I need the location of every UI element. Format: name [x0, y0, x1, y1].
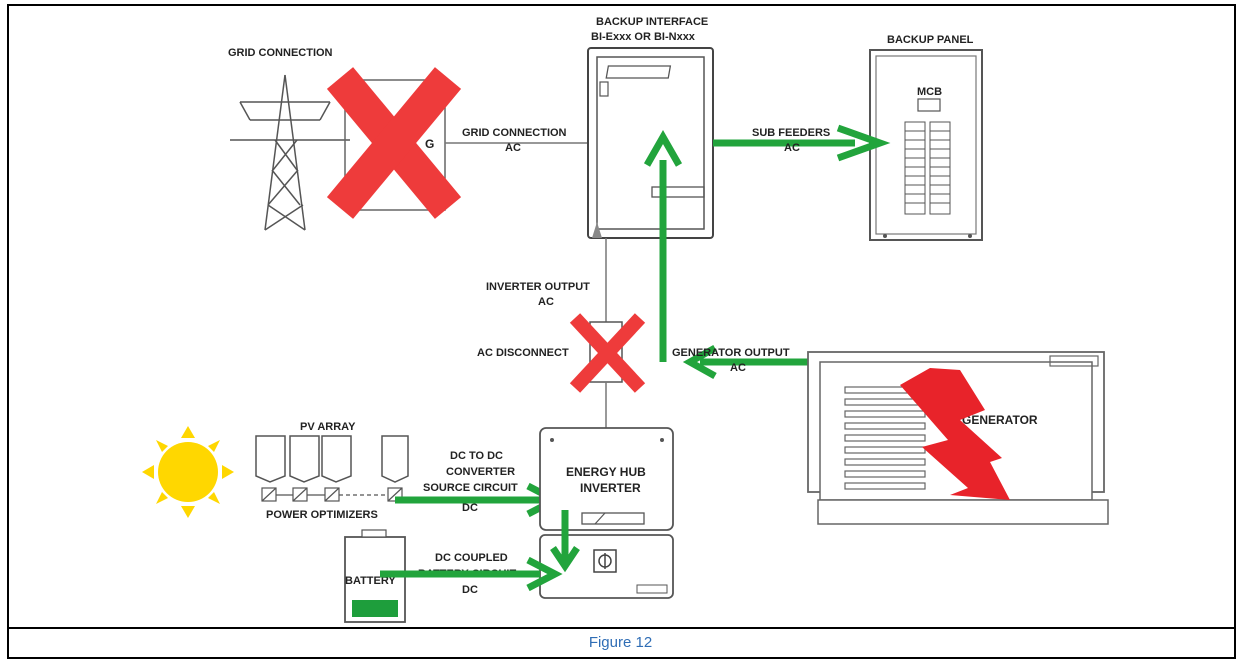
- main-breaker: [917, 98, 941, 112]
- dc-to-dc-label-1: DC TO DC: [450, 450, 503, 462]
- power-optimizers: [261, 487, 403, 502]
- sun-icon: [142, 426, 234, 518]
- grid-connection-ac-label-2: AC: [505, 142, 521, 154]
- dc-coupled-label-1: DC COUPLED: [435, 552, 508, 564]
- inverter-output-label-2: AC: [538, 296, 554, 308]
- backup-interface-label-2: BI-Exxx OR BI-Nxxx: [591, 31, 696, 43]
- grid-connection-title: GRID CONNECTION: [228, 47, 333, 59]
- backup-panel-enclosure: [869, 49, 983, 241]
- dc-coupled-label-3: DC: [462, 584, 478, 596]
- sub-feeders-label-1: SUB FEEDERS: [752, 127, 830, 139]
- generator-to-backup-arrowhead-icon: [643, 129, 683, 167]
- inverter-output-label-1: INVERTER OUTPUT: [486, 281, 590, 293]
- battery-level-indicator: [352, 600, 398, 617]
- caption-divider: [7, 627, 1236, 629]
- grid-connection: GRID CONNECTION G GRID CONNECTION AC: [228, 47, 590, 231]
- backup-interface-label-1: BACKUP INTERFACE: [596, 16, 708, 28]
- breaker-rows: [904, 121, 951, 215]
- ac-disconnect-blocked-x-icon: [569, 313, 646, 393]
- mcb-label: MCB: [917, 86, 942, 98]
- backup-panel: BACKUP PANEL MCB: [869, 34, 983, 241]
- generator-output-label-2: AC: [730, 362, 746, 374]
- dc-to-dc-label-3: SOURCE CIRCUIT: [423, 482, 518, 494]
- pv-array: PV ARRAY POWER OPTIMIZERS: [255, 421, 409, 521]
- power-optimizers-label: POWER OPTIMIZERS: [266, 509, 378, 521]
- dc-to-dc-label-4: DC: [462, 502, 478, 514]
- grid-connection-ac-label-1: GRID CONNECTION: [462, 127, 567, 139]
- meter-letter: G: [425, 137, 434, 151]
- ac-disconnect-label: AC DISCONNECT: [477, 347, 569, 359]
- energy-hub-label-1: ENERGY HUB: [566, 465, 646, 479]
- transmission-tower-icon: [230, 74, 350, 231]
- generator: GENERATOR: [807, 351, 1109, 525]
- backup-panel-label: BACKUP PANEL: [887, 34, 974, 46]
- inverter-enclosure: [539, 427, 674, 531]
- generator-output-label-1: GENERATOR OUTPUT: [672, 347, 790, 359]
- sub-feeders-label-2: AC: [784, 142, 800, 154]
- sub-feeders-arrowhead-icon: [836, 124, 891, 162]
- battery-flow-arrowhead-icon: [526, 556, 563, 592]
- generator-label: GENERATOR: [962, 413, 1038, 427]
- lightning-bolt-icon: [900, 368, 1010, 500]
- energy-hub-inverter: ENERGY HUB INVERTER: [539, 427, 674, 599]
- battery-label: BATTERY: [345, 575, 396, 587]
- figure-caption: Figure 12: [588, 634, 653, 651]
- utility-meter-box: [344, 79, 446, 211]
- generator-vents: [844, 386, 926, 490]
- battery: BATTERY: [344, 529, 406, 623]
- backup-interface: BACKUP INTERFACE BI-Exxx OR BI-Nxxx: [587, 16, 714, 239]
- energy-hub-label-2: INVERTER: [580, 481, 641, 495]
- pv-array-label: PV ARRAY: [300, 421, 356, 433]
- grid-disconnected-x-icon: [326, 67, 462, 219]
- dc-to-dc-label-2: CONVERTER: [446, 466, 515, 478]
- figure-frame: [7, 4, 1236, 659]
